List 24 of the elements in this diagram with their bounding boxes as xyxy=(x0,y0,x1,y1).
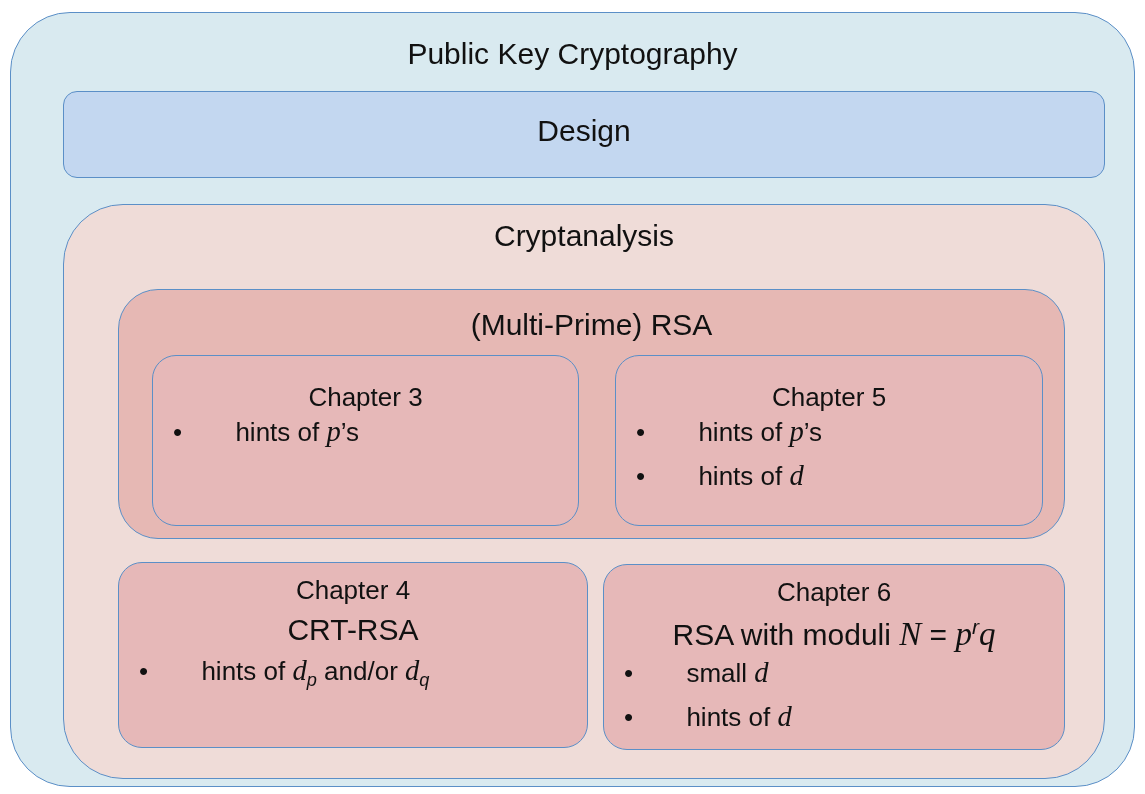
heading: Public Key Cryptography xyxy=(406,37,739,71)
chapter-card xyxy=(615,355,1043,526)
bullet-item: • hints of p’s xyxy=(173,416,360,448)
bullet-item: • hints of d xyxy=(624,701,792,733)
heading: (Multi-Prime) RSA xyxy=(469,308,714,342)
heading: Chapter 3 xyxy=(307,382,424,413)
bullet-item: • hints of p’s xyxy=(636,416,823,448)
heading: Chapter 4 xyxy=(294,575,412,606)
bullet-item: • hints of d$_{p}$ and/or d$_{q}$ xyxy=(139,655,430,692)
bullet-item: • small d xyxy=(624,657,770,689)
outer-panel xyxy=(10,12,1135,787)
subheading: RSA with moduli N = p$^{r}$q xyxy=(671,615,997,653)
heading: Chapter 6 xyxy=(775,577,893,608)
bullet-item: • hints of d xyxy=(636,460,805,492)
chapter-card xyxy=(603,564,1065,750)
group-panel xyxy=(118,289,1065,539)
subheading: CRT-RSA xyxy=(286,613,420,647)
heading: Chapter 5 xyxy=(770,382,888,413)
heading: Design xyxy=(536,114,632,148)
band xyxy=(63,91,1105,178)
heading: Cryptanalysis xyxy=(492,219,676,253)
chapter-card xyxy=(118,562,588,748)
inner-panel xyxy=(63,204,1105,779)
chapter-card xyxy=(152,355,579,526)
